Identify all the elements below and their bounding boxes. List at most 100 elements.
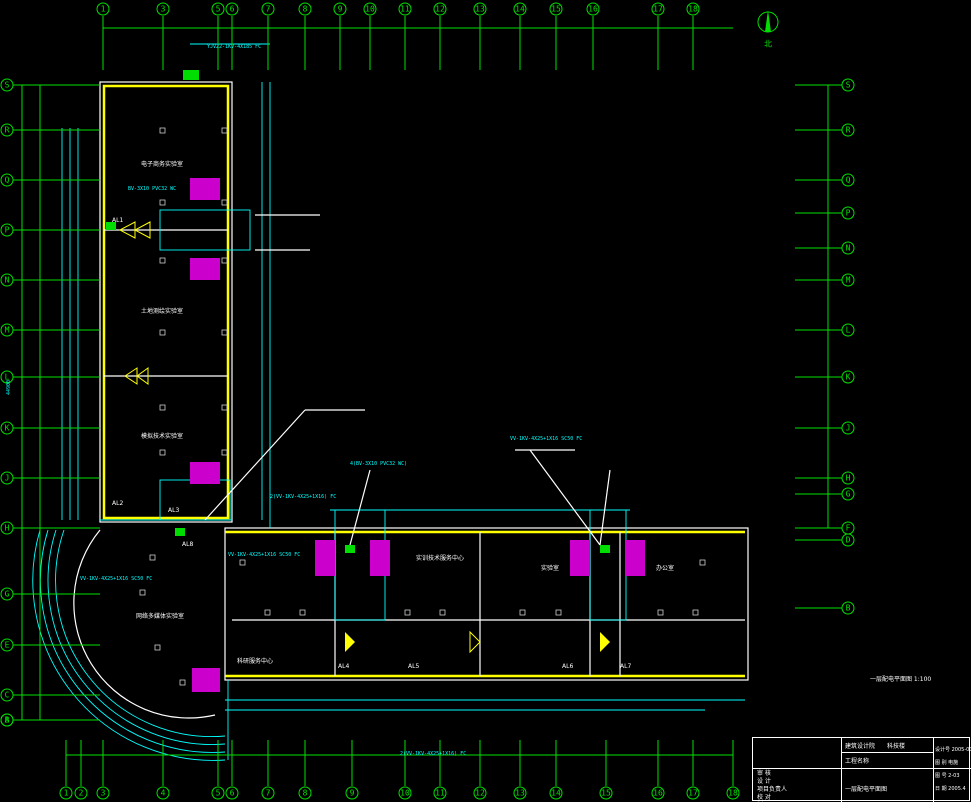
- svg-text:18: 18: [688, 5, 698, 14]
- light-fixture-icon: [159, 199, 166, 206]
- axis-bottom-18: 18: [726, 740, 740, 800]
- light-fixture-icon: [221, 199, 228, 206]
- svg-text:F: F: [846, 524, 851, 533]
- axis-left-N: N: [0, 273, 100, 287]
- svg-text:3: 3: [101, 789, 106, 798]
- light-fixture-icon: [239, 559, 246, 566]
- svg-text:G: G: [5, 590, 10, 599]
- svg-text:S: S: [5, 81, 10, 90]
- svg-text:7: 7: [266, 789, 271, 798]
- panel-label: AL1: [112, 217, 123, 224]
- axis-left-E: E: [0, 638, 100, 652]
- panel-label: AL8: [182, 541, 193, 548]
- axis-bottom-10: 10: [398, 740, 412, 800]
- room-label-r3: 模拟技术实验室: [141, 432, 183, 440]
- axis-right-H: H: [795, 471, 855, 485]
- axis-top-1: 1: [96, 2, 110, 70]
- light-fixture-icon: [159, 127, 166, 134]
- axis-top-11: 11: [398, 2, 412, 70]
- axis-right-N: N: [795, 241, 855, 255]
- tb-drawing-name: 一层配电平面图: [845, 786, 888, 793]
- light-fixture-icon: [159, 329, 166, 336]
- room-label-r4: 网络多媒体实验室: [136, 612, 184, 620]
- room-label-r5: 实训技术服务中心: [416, 554, 464, 562]
- cable-label: 2(VV-1KV-4X25+1X16) FC: [400, 751, 466, 757]
- room-label-r8: 科研服务中心: [237, 657, 273, 665]
- axis-left-K: K: [0, 421, 100, 435]
- axis-top-5: 5: [211, 2, 225, 70]
- axis-bottom-14: 14: [549, 740, 563, 800]
- svg-text:2: 2: [79, 789, 84, 798]
- axis-left-L: L: [0, 370, 100, 384]
- axis-bottom-16: 16: [651, 740, 665, 800]
- cable-label: VV-1KV-4X25+1X16 SC50 FC: [228, 552, 300, 558]
- axis-bottom-8: 8: [298, 740, 312, 800]
- tb-org: 建筑设计院: [845, 743, 876, 750]
- light-fixture-icon: [264, 609, 271, 616]
- svg-text:13: 13: [515, 789, 525, 798]
- svg-text:L: L: [846, 326, 851, 335]
- svg-text:8: 8: [303, 5, 308, 14]
- north-arrow-icon: 北: [757, 10, 779, 49]
- svg-text:9: 9: [350, 789, 355, 798]
- light-fixture-icon: [221, 257, 228, 264]
- room-label-r6: 实验室: [541, 564, 559, 572]
- svg-text:6: 6: [230, 789, 235, 798]
- light-fixture-icon: [159, 449, 166, 456]
- svg-text:13: 13: [475, 5, 485, 14]
- axis-right-M: M: [795, 273, 855, 287]
- svg-text:8: 8: [303, 789, 308, 798]
- axis-top-14: 14: [513, 2, 527, 70]
- axis-left-M: M: [0, 323, 100, 337]
- panel-label: AL4: [338, 663, 349, 670]
- svg-text:14: 14: [551, 789, 561, 798]
- cable-label: YJV22-1KV-4X185 FC: [207, 44, 261, 50]
- light-fixture-icon: [221, 404, 228, 411]
- svg-text:16: 16: [588, 5, 598, 14]
- svg-text:B: B: [846, 604, 851, 613]
- leader-lines: [204, 214, 611, 546]
- building-walls: [32, 43, 749, 761]
- axis-top-13: 13: [473, 2, 487, 70]
- axis-left-C: C: [0, 688, 100, 702]
- axis-right-B: B: [795, 601, 855, 615]
- svg-text:14: 14: [515, 5, 525, 14]
- svg-text:15: 15: [601, 789, 611, 798]
- panel-label: AL7: [620, 663, 631, 670]
- svg-text:16: 16: [653, 789, 663, 798]
- svg-text:9: 9: [338, 5, 343, 14]
- svg-text:R: R: [846, 126, 851, 135]
- axis-left-B: B: [0, 713, 100, 727]
- axis-right-J: J: [795, 421, 855, 435]
- axis-right-L: L: [795, 323, 855, 337]
- axis-right-K: K: [795, 370, 855, 384]
- axis-top-12: 12: [433, 2, 447, 70]
- svg-text:J: J: [846, 424, 851, 433]
- svg-text:1: 1: [101, 5, 106, 14]
- svg-text:H: H: [846, 474, 851, 483]
- light-fixture-icon: [221, 127, 228, 134]
- svg-text:17: 17: [653, 5, 663, 14]
- cable-label: 2(VV-1KV-4X25+1X16) FC: [270, 494, 336, 500]
- axis-top-3: 3: [156, 2, 170, 70]
- light-fixture-icon: [159, 404, 166, 411]
- cable-label: VV-1KV-4X25+1X16 SC50 FC: [510, 436, 582, 442]
- tb-right-cell: 图 号 2-03: [935, 773, 960, 779]
- cable-label: BV-3X10 PVC32 WC: [128, 186, 176, 192]
- axis-right-S: S: [795, 78, 855, 92]
- svg-text:P: P: [846, 209, 851, 218]
- axis-top-17: 17: [651, 2, 665, 70]
- svg-text:J: J: [5, 474, 10, 483]
- light-fixture-icon: [404, 609, 411, 616]
- axis-bottom-17: 17: [686, 740, 700, 800]
- tb-row-label: 设 计: [757, 778, 771, 785]
- axis-bottom-5: 5: [211, 740, 225, 800]
- svg-text:15: 15: [551, 5, 561, 14]
- svg-text:7: 7: [266, 5, 271, 14]
- axis-left-J: J: [0, 471, 100, 485]
- svg-text:M: M: [5, 326, 10, 335]
- axis-right-G: G: [795, 487, 855, 501]
- room-label-r2: 土地测绘实验室: [141, 307, 183, 315]
- axis-bottom-12: 12: [473, 740, 487, 800]
